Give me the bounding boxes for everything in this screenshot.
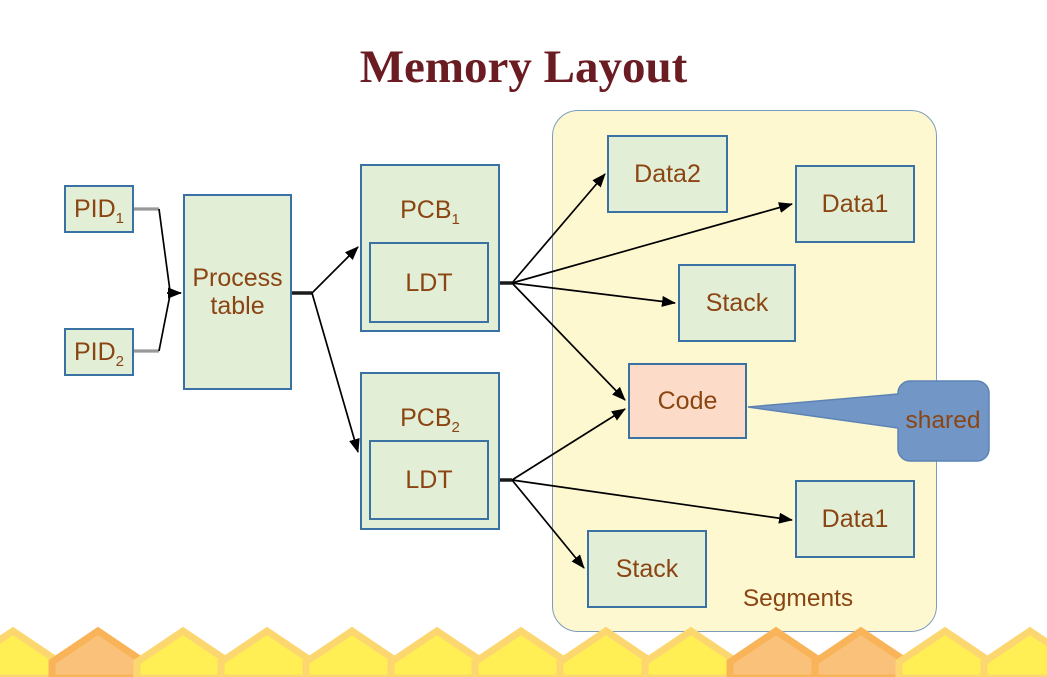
node-pcb2: PCB2 LDT [360, 372, 500, 530]
hexagon [217, 626, 317, 677]
hexagon [811, 626, 911, 677]
node-pid1: PID1 [64, 185, 134, 233]
node-data1-top-label: Data1 [821, 190, 889, 218]
node-pcb2-label: PCB2 [400, 404, 460, 436]
node-code-label: Code [657, 387, 718, 415]
connector-arrow [511, 173, 606, 284]
shared-callout-label: shared [905, 407, 981, 434]
node-pid1-label: PID1 [73, 195, 125, 227]
node-data2-label: Data2 [634, 160, 701, 188]
connector-arrow [511, 282, 626, 401]
node-stack-top: Stack [678, 264, 796, 342]
connector-arrow [511, 408, 626, 481]
connector-arrow [511, 479, 585, 569]
node-data2: Data2 [607, 135, 728, 213]
hexagon [895, 626, 995, 677]
connector-arrow [511, 282, 676, 307]
hexagon [556, 626, 656, 677]
hexagon [980, 626, 1047, 677]
node-pid2-label: PID2 [73, 338, 125, 370]
node-ldt2: LDT [369, 440, 489, 520]
honeycomb-border [0, 626, 1047, 677]
node-stack-top-label: Stack [705, 289, 769, 317]
hexagon [387, 626, 487, 677]
node-ldt1: LDT [369, 242, 489, 323]
node-code: Code [628, 363, 747, 439]
page-title: Memory Layout [359, 41, 688, 93]
node-process-table-label: Process table [192, 264, 283, 320]
node-process-table: Process table [183, 194, 292, 390]
hexagon [471, 626, 571, 677]
node-data1-bottom-label: Data1 [821, 505, 889, 533]
node-stack-bottom-label: Stack [615, 555, 679, 583]
node-pid2: PID2 [64, 328, 134, 376]
hexagon [726, 626, 826, 677]
segments-label: Segments [742, 585, 854, 612]
node-data1-top: Data1 [795, 165, 915, 243]
connector [158, 294, 171, 352]
node-pcb1: PCB1 LDT [360, 164, 500, 332]
hexagon [48, 626, 148, 677]
node-stack-bottom: Stack [587, 530, 707, 608]
hexagon [641, 626, 741, 677]
node-pcb1-label: PCB1 [400, 196, 460, 228]
node-ldt2-label: LDT [405, 466, 453, 494]
hexagon [133, 626, 233, 677]
connector [158, 208, 171, 292]
connector-arrow [511, 479, 793, 524]
connector-arrow [511, 202, 793, 284]
hexagon [302, 626, 402, 677]
node-data1-bottom: Data1 [795, 480, 915, 558]
node-ldt1-label: LDT [405, 268, 453, 297]
connector-arrow [311, 292, 360, 453]
shared-callout-bubble [747, 380, 990, 462]
connector-arrow [311, 246, 359, 294]
